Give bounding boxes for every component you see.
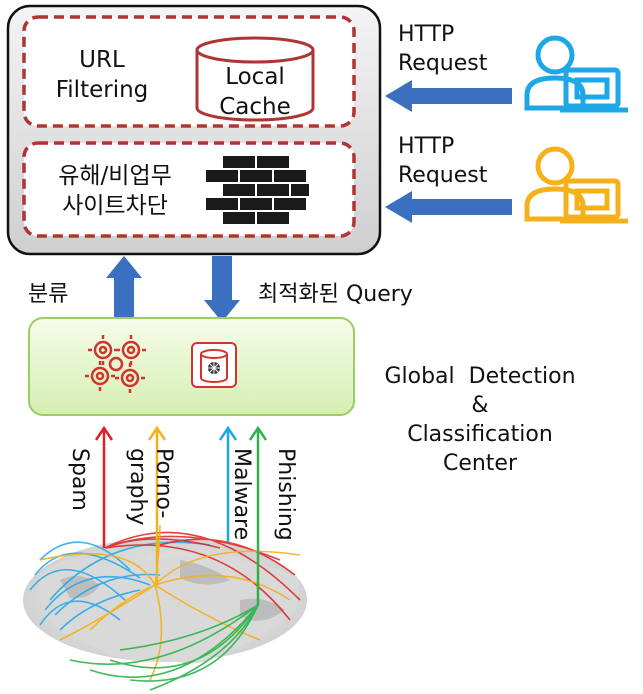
pornography-label: Porno- graphy — [125, 448, 176, 526]
database-icon — [191, 342, 237, 388]
firewall-icon — [204, 154, 311, 226]
phishing-label: Phishing — [273, 448, 298, 541]
global-center-label: Global Detection & Classification Center — [384, 364, 576, 476]
user-laptop-icon — [524, 146, 628, 224]
malware-line — [218, 425, 238, 542]
http-request-label-1: HTTP Request — [398, 22, 488, 76]
phishing-line — [248, 425, 268, 605]
classify-label: 분류 — [28, 282, 69, 307]
world-map — [23, 524, 307, 691]
http-arrow-1 — [385, 80, 512, 112]
pornography-line — [147, 425, 167, 585]
url-filtering-label: URL Filtering — [55, 47, 149, 103]
spam-line — [94, 425, 114, 548]
local-cache-cylinder — [195, 36, 315, 122]
gears-icon — [85, 335, 146, 393]
classify-up-arrow — [106, 256, 142, 322]
spam-label: Spam — [67, 448, 92, 511]
harmful-site-block-label: 유해/비업무 사이트차단 — [58, 163, 172, 219]
local-cache-label: Local Cache — [219, 64, 291, 120]
http-arrow-2 — [385, 191, 512, 223]
malware-label: Malware — [229, 448, 254, 541]
user-laptop-icon — [524, 35, 628, 113]
query-down-arrow — [204, 256, 240, 322]
optimized-query-label: 최적화된 Query — [258, 282, 413, 307]
http-request-label-2: HTTP Request — [398, 134, 488, 188]
